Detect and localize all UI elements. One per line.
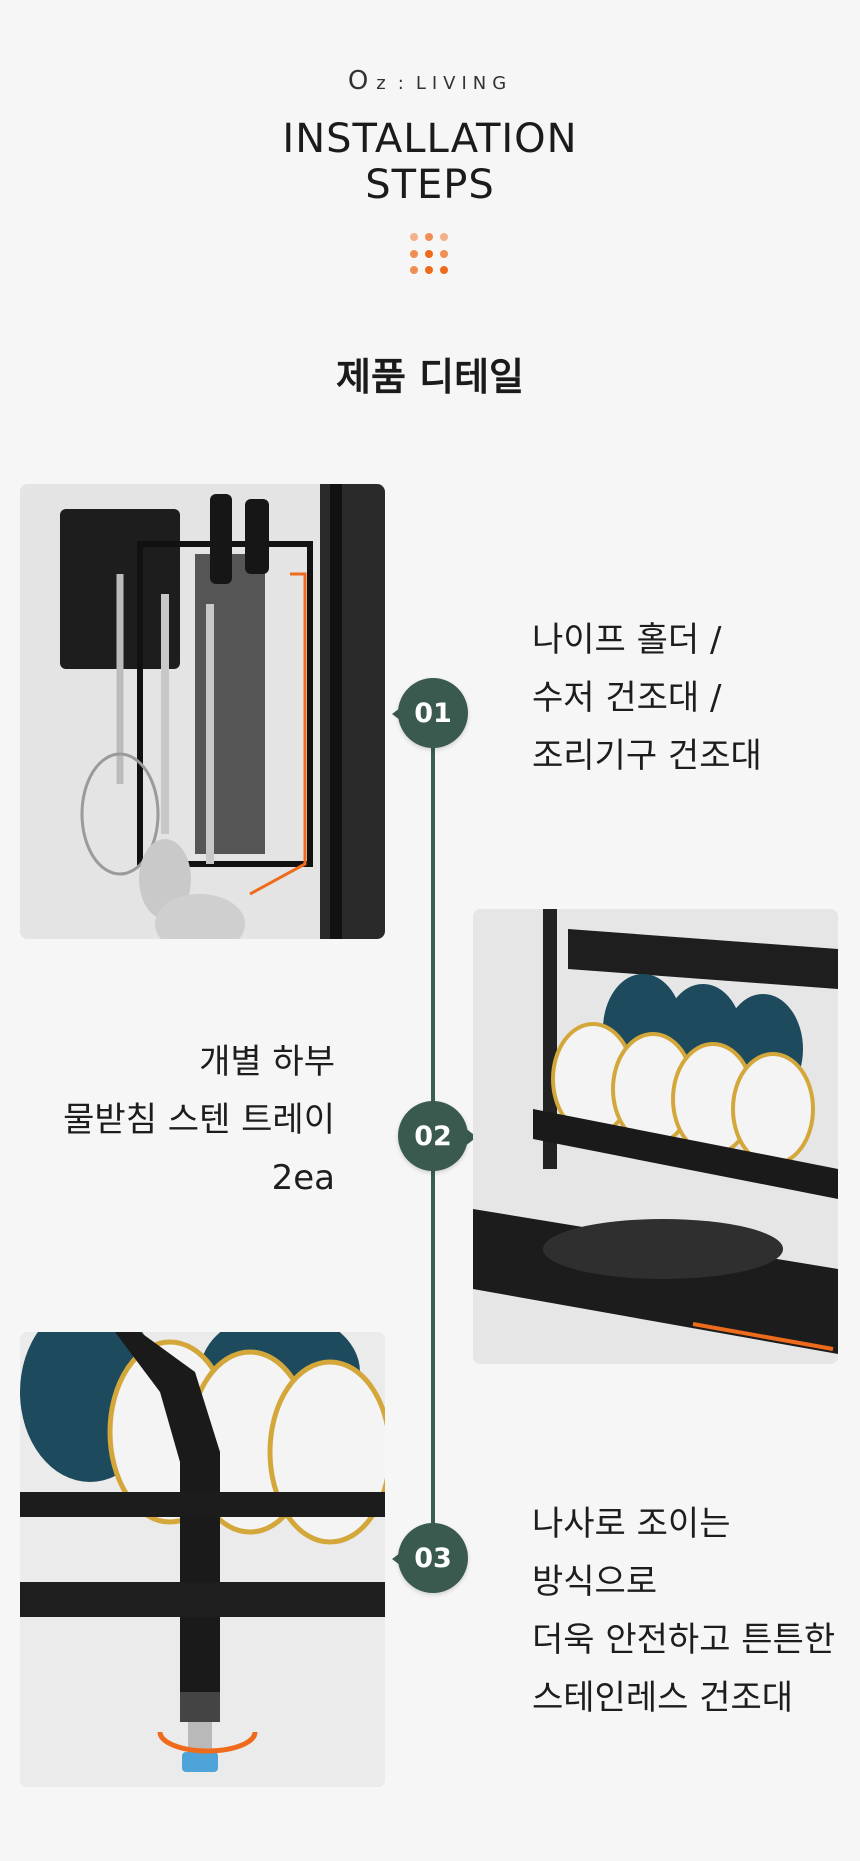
step-1-line-1: 나이프 홀더 / [532,620,722,660]
step-1-badge: 01 [398,678,468,748]
brand-letter-o: O [347,66,377,96]
section-title: 제품 디테일 [335,355,525,399]
step-2-line-3: 2ea [271,1158,335,1198]
adjustable-foot-photo [20,1332,385,1787]
step-3-badge: 03 [398,1523,468,1593]
step-3-line-1: 나사로 조이는 [532,1504,731,1544]
knife-holder-illustration [20,484,385,939]
title-line-2: STEPS [365,162,495,208]
step-2-line-1: 개별 하부 [199,1042,335,1082]
title-line-1: INSTALLATION [282,116,578,162]
page-title: INSTALLATION STEPS [0,116,860,208]
step-1-caption: 나이프 홀더 / 수저 건조대 / 조리기구 건조대 [532,611,852,785]
step-2-line-2: 물받침 스텐 트레이 [63,1100,335,1140]
brand-logo: Oz:LIVING [0,66,860,96]
dots-divider-icon [410,233,450,277]
step-3-line-3: 더욱 안전하고 튼튼한 [532,1620,836,1660]
brand-colon: : [397,73,410,94]
step-2-caption: 개별 하부 물받침 스텐 트레이 2ea [40,1033,335,1207]
step-2-badge: 02 [398,1101,468,1171]
step-3-caption: 나사로 조이는 방식으로 더욱 안전하고 튼튼한 스테인레스 건조대 [532,1495,852,1727]
brand-living: LIVING [415,73,513,94]
drip-tray-illustration [473,909,838,1364]
brand-letter-z: z [376,73,392,94]
adjustable-foot-illustration [20,1332,385,1787]
drip-tray-photo [473,909,838,1364]
knife-holder-photo [20,484,385,939]
step-1-line-3: 조리기구 건조대 [532,736,762,776]
step-3-line-2: 방식으로 [532,1562,658,1602]
step-3-line-4: 스테인레스 건조대 [532,1678,794,1718]
step-1-line-2: 수저 건조대 / [532,678,722,718]
